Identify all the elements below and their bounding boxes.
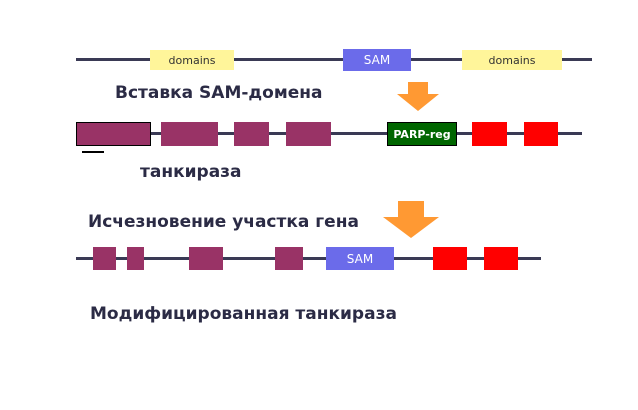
domains-box-left: domains — [150, 50, 234, 70]
exon-red-3a — [433, 247, 467, 270]
label-insert-sam: Вставка SAM-домена — [115, 83, 323, 103]
label-modified-tankyrase: Модифицированная танкираза — [90, 304, 397, 324]
exon-red-2a — [472, 122, 507, 146]
exon-purple-3d — [275, 247, 303, 270]
down-arrow-1 — [397, 82, 439, 111]
marker-dash — [82, 151, 104, 153]
exon-red-2b — [524, 122, 558, 146]
exon-purple-3c — [189, 247, 223, 270]
exon-purple-2c — [234, 122, 269, 146]
exon-purple-3a — [93, 247, 116, 270]
parp-reg-box: PARP-reg — [387, 122, 457, 146]
exon-purple-2a — [76, 122, 151, 146]
sam-box-1: SAM — [343, 49, 411, 71]
gene-line-1 — [76, 58, 592, 61]
exon-purple-2d — [286, 122, 331, 146]
sam-box-3: SAM — [326, 247, 394, 270]
label-deletion: Исчезновение участка гена — [88, 212, 359, 232]
gene-line-3 — [76, 257, 541, 260]
exon-purple-2b — [161, 122, 218, 146]
down-arrow-2 — [383, 201, 439, 238]
label-tankyrase: танкираза — [140, 162, 242, 182]
exon-red-3b — [484, 247, 518, 270]
exon-purple-3b — [127, 247, 144, 270]
domains-box-right: domains — [462, 50, 562, 70]
